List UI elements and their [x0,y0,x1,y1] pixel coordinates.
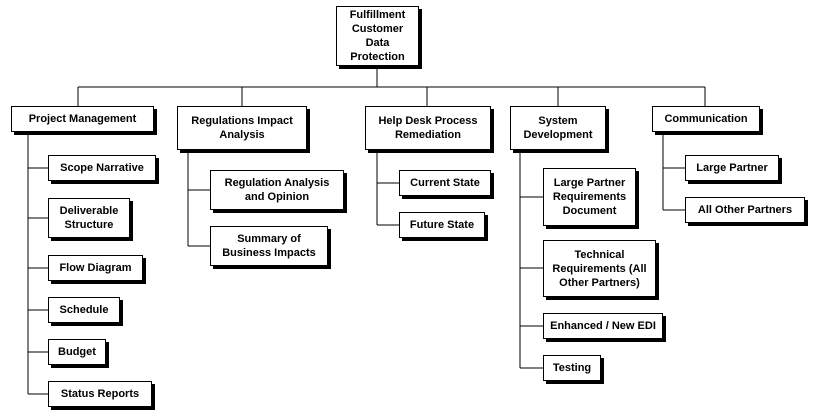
node-large-partner-requirements-document: Large Partner Requirements Document [543,168,636,226]
root-node-label: Fulfillment Customer Data Protection [349,9,406,63]
node-future-state: Future State [399,212,485,238]
branch-project-management: Project Management [11,106,154,132]
root-node: Fulfillment Customer Data Protection [336,6,419,66]
node-regulation-analysis-and-opinion: Regulation Analysis and Opinion [210,170,344,210]
node-technical-requirements-all-other-partners: Technical Requirements (All Other Partne… [543,240,656,297]
node-status-reports: Status Reports [48,381,152,407]
node-summary-of-business-impacts: Summary of Business Impacts [210,226,328,266]
node-label: Enhanced / New EDI [550,320,656,332]
node-label: Scope Narrative [60,162,144,174]
branch-system-development: System Development [510,106,606,150]
node-label: Large Partner [696,162,768,174]
node-label: Testing [552,362,592,374]
node-label: Regulation Analysis and Opinion [224,177,330,203]
node-label: Deliverable Structure [59,205,119,231]
node-label: Summary of Business Impacts [222,233,316,259]
node-label: Budget [58,346,96,358]
node-label: Flow Diagram [59,262,132,274]
node-current-state: Current State [399,170,491,196]
node-label: Status Reports [60,388,140,400]
node-label: All Other Partners [697,204,793,216]
node-label: Technical Requirements (All Other Partne… [552,248,647,289]
node-large-partner: Large Partner [685,155,779,181]
node-flow-diagram: Flow Diagram [48,255,143,281]
node-label: Schedule [59,304,109,316]
branch-label: Project Management [28,113,137,125]
node-testing: Testing [543,355,601,381]
branch-label: Communication [664,113,748,125]
branch-label: Regulations Impact Analysis [191,115,293,141]
branch-regulations-impact-analysis: Regulations Impact Analysis [177,106,307,150]
branch-label: System Development [523,115,593,141]
branch-label: Help Desk Process Remediation [378,115,478,141]
node-label: Large Partner Requirements Document [552,177,627,217]
node-label: Current State [410,177,480,189]
node-all-other-partners: All Other Partners [685,197,805,223]
node-scope-narrative: Scope Narrative [48,155,156,181]
node-schedule: Schedule [48,297,120,323]
node-budget: Budget [48,339,106,365]
branch-communication: Communication [652,106,760,132]
branch-help-desk-process-remediation: Help Desk Process Remediation [365,106,491,150]
node-enhanced-new-edi: Enhanced / New EDI [543,313,663,339]
node-label: Future State [409,219,475,231]
node-deliverable-structure: Deliverable Structure [48,198,130,238]
